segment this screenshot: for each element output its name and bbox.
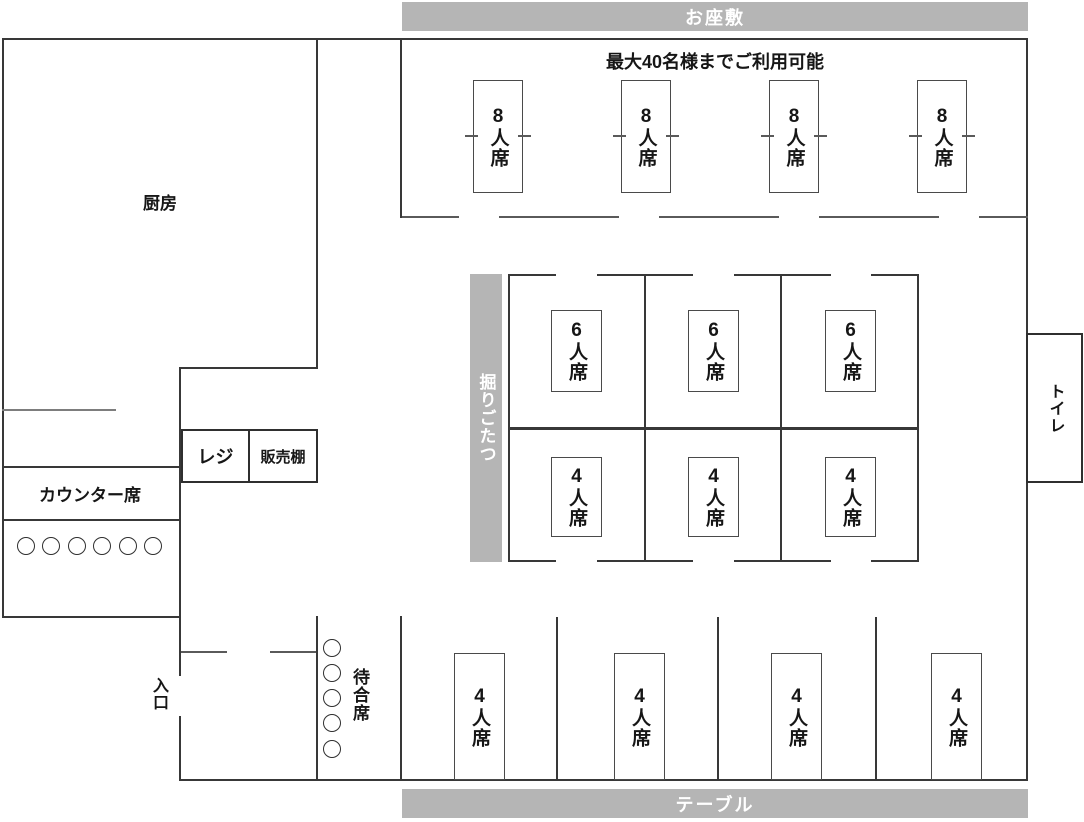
zashiki-capacity-note: 最大40名様までご利用可能 — [605, 52, 825, 72]
seat-divider-mark — [613, 135, 626, 137]
wall-kotatsu-bottom-seg — [871, 560, 919, 562]
wall-table-slot-divider — [717, 617, 719, 779]
waiting-seat-circle — [323, 639, 341, 657]
wall-kotatsu-bottom-seg — [734, 560, 831, 562]
counter-seat-circle — [68, 537, 86, 555]
floor-table-4: 4人席 — [771, 653, 822, 780]
kotatsu-table-6: 6人席 — [825, 310, 876, 392]
toilet-box: トイレ — [1026, 333, 1083, 483]
seat-divider-mark — [814, 135, 827, 137]
kotatsu-table-6: 6人席 — [688, 310, 739, 392]
seat-label: 4人席 — [703, 466, 724, 528]
table-section-banner: テーブル — [402, 789, 1028, 818]
counter-label: カウンター席 — [39, 485, 141, 505]
wall-waiting-left — [316, 616, 318, 780]
wall-kotatsu-row-divider — [508, 427, 919, 430]
wall-entrance-lower — [179, 716, 181, 780]
seat-label: 4人席 — [469, 685, 490, 748]
counter-seat-circle — [119, 537, 137, 555]
wall-kotatsu-right — [917, 274, 919, 562]
waiting-seat-circle — [323, 740, 341, 758]
counter-seat-circle — [144, 537, 162, 555]
seat-label: 6人席 — [840, 320, 861, 382]
seat-divider-mark — [761, 135, 774, 137]
wall-kotatsu-col-divider — [780, 274, 782, 562]
wall-kotatsu-col-divider — [644, 274, 646, 562]
sales-shelf-box: 販売棚 — [248, 429, 318, 483]
seat-label: 6人席 — [703, 320, 724, 382]
seat-label: 4人席 — [566, 466, 587, 528]
toilet-label: トイレ — [1046, 382, 1064, 434]
seat-label: 6人席 — [566, 320, 587, 382]
seat-label: 4人席 — [946, 685, 967, 748]
seat-label: 4人席 — [786, 685, 807, 748]
seat-divider-mark — [909, 135, 922, 137]
wall-zashiki-bottom-seg — [402, 216, 459, 218]
floor-table-4: 4人席 — [931, 653, 982, 780]
wall-zashiki-bottom-seg — [819, 216, 939, 218]
seat-label: 8人席 — [931, 105, 953, 168]
wall-kotatsu-top-seg — [871, 274, 919, 276]
seat-divider-mark — [465, 135, 478, 137]
seat-divider-mark — [518, 135, 531, 137]
wall-zashiki-bottom-seg — [659, 216, 779, 218]
register-box: レジ — [181, 429, 250, 483]
wall-kitchen-bottom — [179, 367, 318, 369]
wall-kotatsu-top-seg — [734, 274, 831, 276]
seat-label: 4人席 — [629, 685, 650, 748]
wall-table-slot-divider — [556, 617, 558, 779]
zashiki-table-8: 8人席 — [769, 80, 819, 193]
wall-kitchen-front — [179, 367, 181, 676]
zashiki-table-8: 8人席 — [917, 80, 967, 193]
seat-label: 8人席 — [783, 105, 805, 168]
counter-seat-circle — [17, 537, 35, 555]
kotatsu-bar: 掘りごたつ — [470, 274, 502, 562]
kotatsu-table-4: 4人席 — [825, 457, 876, 537]
seat-divider-mark — [962, 135, 975, 137]
wall-zashiki-left — [400, 38, 402, 218]
wall-lower-left — [2, 616, 181, 618]
wall-entry-segment-b — [270, 651, 317, 653]
kotatsu-table-4: 4人席 — [551, 457, 602, 537]
zashiki-table-8: 8人席 — [473, 80, 523, 193]
wall-kotatsu-top-seg — [508, 274, 556, 276]
wall-outer-left — [2, 38, 4, 618]
kitchen-pass-line — [2, 409, 116, 411]
seat-divider-mark — [666, 135, 679, 137]
wall-kotatsu-left — [508, 274, 510, 562]
entrance-label: 入口 — [150, 677, 167, 711]
seat-label: 4人席 — [840, 466, 861, 528]
waiting-seat-circle — [323, 664, 341, 682]
wall-table-slot-divider — [875, 617, 877, 779]
zashiki-banner: お座敷 — [402, 2, 1028, 31]
kitchen-label: 厨房 — [143, 193, 177, 213]
counter-seat-circle — [93, 537, 111, 555]
wall-zashiki-bottom-seg — [499, 216, 619, 218]
floor-table-4: 4人席 — [614, 653, 665, 780]
counter-seat-circle — [42, 537, 60, 555]
kotatsu-table-4: 4人席 — [688, 457, 739, 537]
wall-zashiki-bottom-seg — [979, 216, 1028, 218]
wall-entry-segment-a — [181, 651, 227, 653]
waiting-seat-circle — [323, 714, 341, 732]
kotatsu-table-6: 6人席 — [551, 310, 602, 392]
seat-label: 8人席 — [487, 105, 509, 168]
wall-waiting-right — [400, 616, 402, 780]
wall-outer-top — [2, 38, 1028, 40]
waiting-label: 待合席 — [350, 668, 369, 722]
wall-outer-bottom — [179, 779, 1028, 781]
floor-table-4: 4人席 — [454, 653, 505, 780]
wall-counter-top — [2, 466, 180, 468]
wall-counter-bottom — [2, 519, 180, 521]
wall-kitchen-right — [316, 38, 318, 369]
wall-kotatsu-top-seg — [597, 274, 693, 276]
waiting-seat-circle — [323, 689, 341, 707]
seat-label: 8人席 — [635, 105, 657, 168]
wall-kotatsu-bottom-seg — [597, 560, 693, 562]
wall-kotatsu-bottom-seg — [508, 560, 556, 562]
zashiki-table-8: 8人席 — [621, 80, 671, 193]
